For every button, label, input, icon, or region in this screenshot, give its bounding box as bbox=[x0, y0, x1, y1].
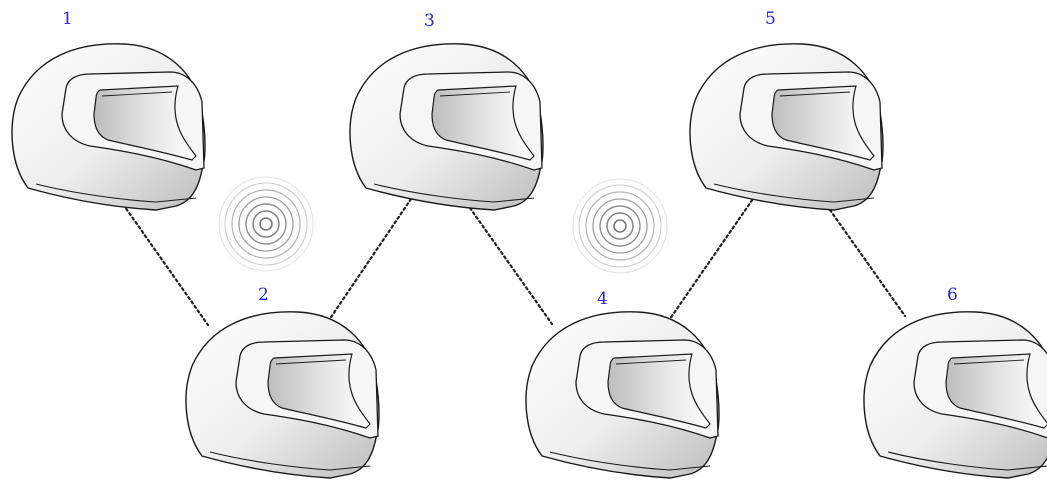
helmet-node-3 bbox=[349, 43, 544, 211]
link-3-4 bbox=[468, 206, 554, 326]
link-5-6 bbox=[828, 208, 907, 318]
helmet-node-6 bbox=[863, 311, 1047, 479]
helmet-node-1 bbox=[11, 43, 206, 211]
links-layer bbox=[118, 194, 907, 328]
signal-a-concentric-rings-icon bbox=[218, 176, 314, 272]
signal-b-concentric-rings-icon bbox=[572, 178, 668, 274]
helmet-icon bbox=[689, 43, 884, 211]
node-label-3: 3 bbox=[424, 11, 435, 31]
node-label-6: 6 bbox=[947, 285, 958, 305]
node-label-5: 5 bbox=[765, 9, 776, 29]
node-label-1: 1 bbox=[62, 9, 73, 29]
helmet-icon bbox=[863, 311, 1047, 479]
link-4-5 bbox=[663, 194, 757, 328]
link-2-3 bbox=[323, 194, 415, 328]
node-label-2: 2 bbox=[258, 285, 269, 305]
helmet-icon bbox=[11, 43, 206, 211]
helmet-icon bbox=[525, 311, 720, 479]
helmet-icon bbox=[185, 311, 380, 479]
helmet-node-5 bbox=[689, 43, 884, 211]
node-labels: 1 2 3 4 5 6 bbox=[62, 9, 958, 309]
link-1-2 bbox=[118, 198, 210, 327]
node-label-4: 4 bbox=[597, 289, 608, 309]
helmet-icon bbox=[349, 43, 544, 211]
helmet-node-4 bbox=[525, 311, 720, 479]
helmet-node-2 bbox=[185, 311, 380, 479]
